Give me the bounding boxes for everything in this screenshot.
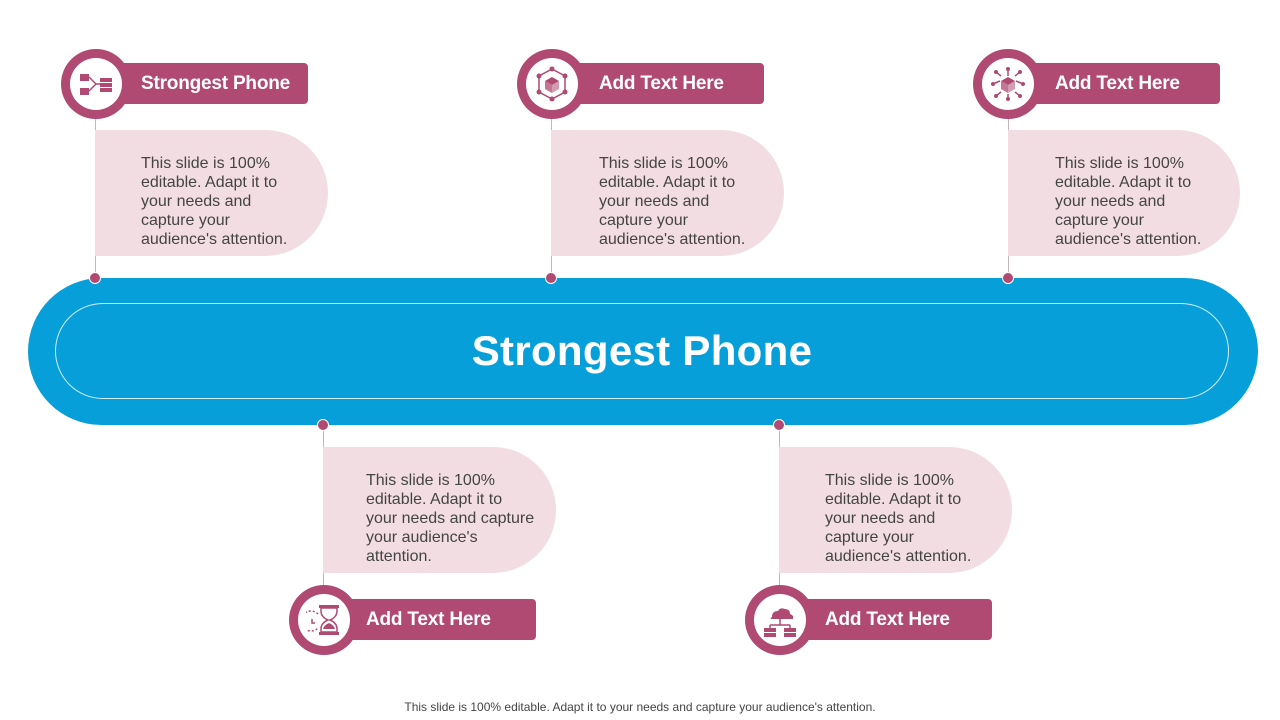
item-badge-inner	[982, 58, 1034, 110]
item-badge-inner	[526, 58, 578, 110]
connector-dot	[773, 419, 785, 431]
item-badge-inner	[70, 58, 122, 110]
item-label: Add Text Here	[1031, 63, 1220, 104]
network-cube-icon	[536, 66, 568, 102]
central-banner-inner: Strongest Phone	[55, 303, 1229, 399]
server-hierarchy-icon	[80, 74, 112, 95]
hourglass-icon	[306, 605, 339, 635]
item-badge-inner	[754, 594, 806, 646]
item-badge	[745, 585, 815, 655]
cloud-server-icon	[764, 608, 796, 637]
connector-dot	[89, 272, 101, 284]
connector-dot	[545, 272, 557, 284]
hub-cube-icon	[991, 67, 1025, 101]
item-label: Add Text Here	[801, 599, 992, 640]
footer-note: This slide is 100% editable. Adapt it to…	[404, 700, 876, 714]
item-description: This slide is 100% editable. Adapt it to…	[323, 447, 556, 573]
item-description: This slide is 100% editable. Adapt it to…	[551, 130, 784, 256]
central-title: Strongest Phone	[471, 327, 813, 374]
item-description: This slide is 100% editable. Adapt it to…	[779, 447, 1012, 573]
connector-dot	[317, 419, 329, 431]
item-description: This slide is 100% editable. Adapt it to…	[1008, 130, 1240, 256]
item-label: Add Text Here	[575, 63, 764, 104]
item-badge	[61, 49, 131, 119]
central-banner: Strongest Phone	[28, 278, 1258, 425]
item-label: Add Text Here	[342, 599, 536, 640]
item-badge-inner	[298, 594, 350, 646]
item-badge	[973, 49, 1043, 119]
item-label: Strongest Phone	[117, 63, 308, 104]
connector-dot	[1002, 272, 1014, 284]
item-description: This slide is 100% editable. Adapt it to…	[95, 130, 328, 256]
item-badge	[517, 49, 587, 119]
item-badge	[289, 585, 359, 655]
